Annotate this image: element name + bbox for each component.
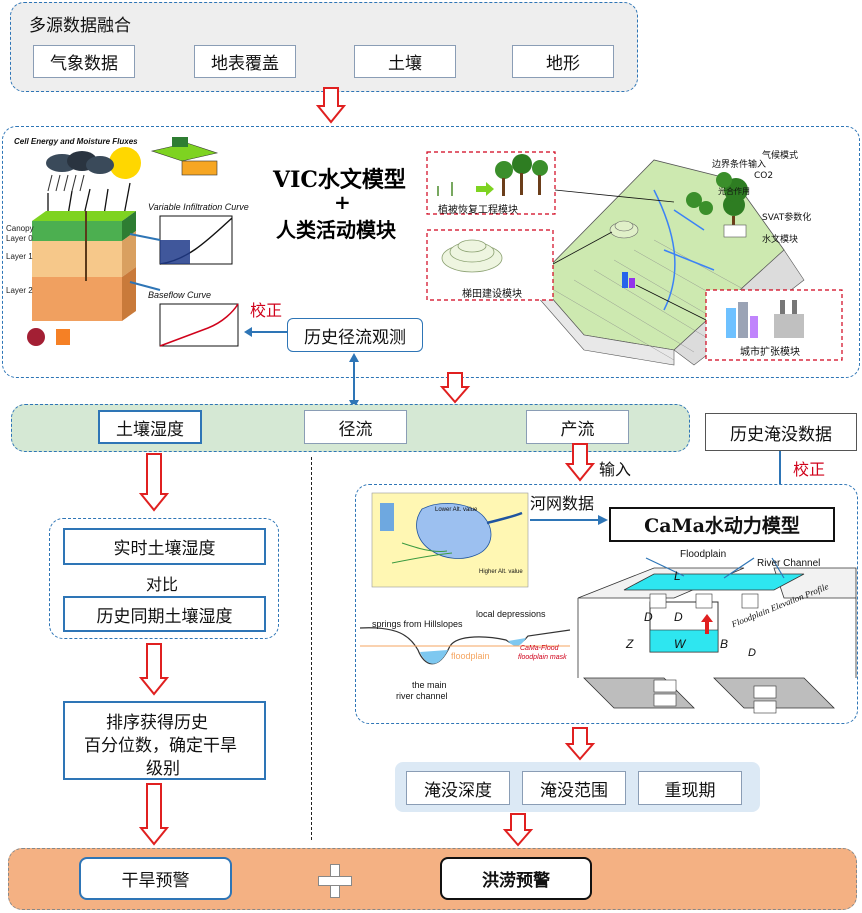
river-data-label: 河网数据 (530, 494, 595, 513)
depressions-label: local depressions (476, 609, 546, 619)
floodplain-label: Floodplain (680, 549, 727, 560)
main-channel-label-1: the main (412, 680, 447, 690)
rank-line-3: 级别 (146, 759, 180, 779)
svg-text:L: L (674, 569, 681, 583)
springs-label: springs from Hillslopes (372, 619, 463, 629)
rank-box (63, 701, 266, 780)
module-boundary: 边界条件输入 (712, 160, 767, 170)
svg-text:Z: Z (625, 637, 634, 651)
cama-model-title: CaMa水动力模型 (609, 507, 835, 542)
module-co2: CO2 (754, 171, 774, 181)
svg-text:D: D (748, 647, 756, 659)
main-channel-label-2: river channel (396, 691, 448, 701)
fusion-item-soil: 土壤 (354, 45, 456, 78)
baseflow-curve-title: Baseflow Curve (148, 290, 211, 300)
vic-curves-figure: Variable Infiltration Curve Baseflow Cur… (148, 202, 249, 347)
input-label: 输入 (599, 460, 632, 479)
vic-model-title: VIC水文模型 (273, 167, 406, 193)
river-network-map (371, 492, 529, 588)
plus-icon (318, 864, 352, 898)
river-channel-label: River Channel (757, 558, 821, 569)
vic-curve-arrows (129, 233, 161, 291)
human-activity-title: 人类活动模块 (276, 218, 396, 242)
history-runoff-box: 历史径流观测 (287, 318, 423, 352)
arrow-soil-to-realtime (138, 453, 170, 512)
svg-text:D: D (674, 610, 683, 624)
module-climate: 气候模式 (762, 151, 799, 161)
river-data-arrow (530, 515, 608, 525)
module-city: 城市扩张模块 (740, 347, 800, 358)
module-photo: 光合作用 (718, 187, 750, 196)
rank-line-2: 百分位数，确定干旱 (84, 736, 237, 756)
svg-text:W: W (674, 637, 687, 651)
arrow-outputs-to-warning (502, 813, 534, 847)
higher-alt-label: Higher Alt. value (479, 569, 523, 575)
river-cross-section (359, 627, 571, 665)
vic-model-title-plus: + (334, 190, 351, 214)
middle-soil-moisture: 土壤湿度 (98, 410, 202, 444)
output-flood-depth: 淹没深度 (406, 771, 510, 805)
arrow-rank-to-warning (138, 783, 170, 846)
flood-warning-box: 洪涝预警 (440, 857, 592, 900)
arrow-compare-to-rank (138, 643, 170, 696)
arrow-to-cama (564, 443, 596, 482)
mask-label-2: floodplain mask (518, 654, 567, 661)
lower-alt-label: Lower Alt. value (435, 507, 478, 513)
flux-figure-title: Cell Energy and Moisture Fluxes (14, 137, 138, 146)
fusion-item-weather: 气象数据 (33, 45, 135, 78)
arrow-fusion-to-vic (315, 87, 347, 124)
svg-text:B: B (720, 637, 728, 651)
middle-flow-generation: 产流 (526, 410, 629, 444)
floodplain-small-label: floodplain (451, 651, 490, 661)
soil-compare-panel (49, 518, 279, 639)
realtime-soil-box: 实时土壤湿度 (63, 528, 266, 565)
floodplain-schematic: D D W Z B L D (577, 557, 857, 714)
output-return-period: 重现期 (638, 771, 742, 805)
arrow-vic-to-middle (439, 372, 471, 404)
fusion-item-landcover: 地表覆盖 (194, 45, 296, 78)
module-veg-restore: 植被恢复工程模块 (438, 205, 518, 216)
vic-calibrate-label: 校正 (250, 301, 283, 320)
vic-flux-figure: Canopy Layer 0 Layer 1 Layer 2 Cell Ener… (6, 137, 219, 346)
module-terrace: 梯田建设模块 (462, 289, 522, 300)
calibrate-arrow (244, 327, 290, 337)
layer-label-2: Layer 2 (6, 286, 33, 295)
arrow-cama-to-outputs (564, 727, 596, 761)
layer-label-0: Layer 0 (6, 234, 33, 243)
flood-calibrate-label: 校正 (793, 460, 826, 479)
layer-label-1: Layer 1 (6, 252, 33, 261)
module-svat: SVAT参数化 (762, 213, 812, 223)
data-fusion-title: 多源数据融合 (29, 16, 131, 36)
middle-runoff: 径流 (304, 410, 407, 444)
layer-label-canopy: Canopy (6, 224, 34, 233)
drought-warning-box: 干旱预警 (79, 857, 232, 900)
history-soil-box: 历史同期土壤湿度 (63, 596, 266, 632)
output-flood-extent: 淹没范围 (522, 771, 626, 805)
mask-label-1: CaMa-Flood (520, 645, 559, 652)
history-flood-box: 历史淹没数据 (705, 413, 857, 451)
section-divider (311, 457, 312, 840)
infiltration-curve-title: Variable Infiltration Curve (148, 202, 249, 212)
svg-text:D: D (644, 610, 653, 624)
human-activity-figure (426, 151, 843, 366)
compare-label: 对比 (146, 575, 179, 594)
rank-line-1: 排序获得历史 (106, 713, 208, 733)
fusion-item-terrain: 地形 (512, 45, 614, 78)
module-hydro: 水文模块 (762, 235, 799, 245)
runoff-link-arrow (349, 353, 359, 409)
